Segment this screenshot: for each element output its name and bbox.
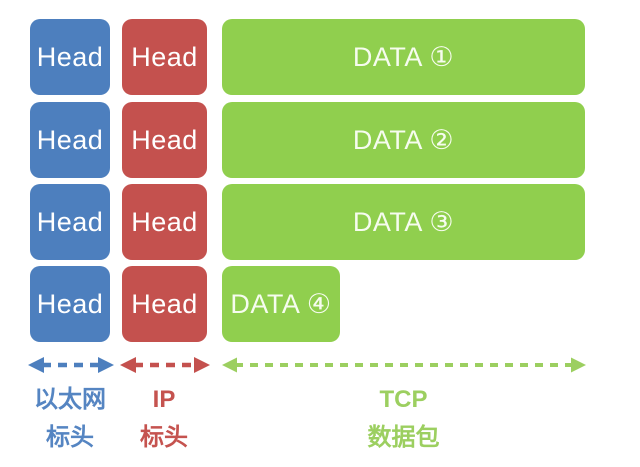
ethernet-head-box: Head bbox=[30, 266, 110, 342]
ip-head-box: Head bbox=[122, 102, 207, 178]
ethernet-label-line1: 以太网 bbox=[34, 386, 106, 413]
tcp-label-line1: TCP bbox=[379, 386, 428, 413]
ip-label-line1: IP bbox=[152, 386, 176, 413]
ip-label-line2: 标头 bbox=[140, 424, 188, 451]
ethernet-head-box: Head bbox=[30, 102, 110, 178]
ethernet-head-box: Head bbox=[30, 19, 110, 95]
tcp-data-box: DATA ① bbox=[222, 19, 585, 95]
ip-head-box: Head bbox=[122, 19, 207, 95]
ethernet-width-arrow bbox=[28, 357, 114, 373]
ip-width-arrow bbox=[120, 357, 210, 373]
tcp-data-box: DATA ② bbox=[222, 102, 585, 178]
tcp-data-box: DATA ④ bbox=[222, 266, 340, 342]
tcp-data-box: DATA ③ bbox=[222, 184, 585, 260]
tcp-width-arrow bbox=[222, 357, 586, 373]
ip-head-box: Head bbox=[122, 266, 207, 342]
ethernet-head-box: Head bbox=[30, 184, 110, 260]
ip-head-box: Head bbox=[122, 184, 207, 260]
ethernet-label-line2: 标头 bbox=[46, 424, 94, 451]
tcp-label-line2: 数据包 bbox=[367, 424, 440, 451]
